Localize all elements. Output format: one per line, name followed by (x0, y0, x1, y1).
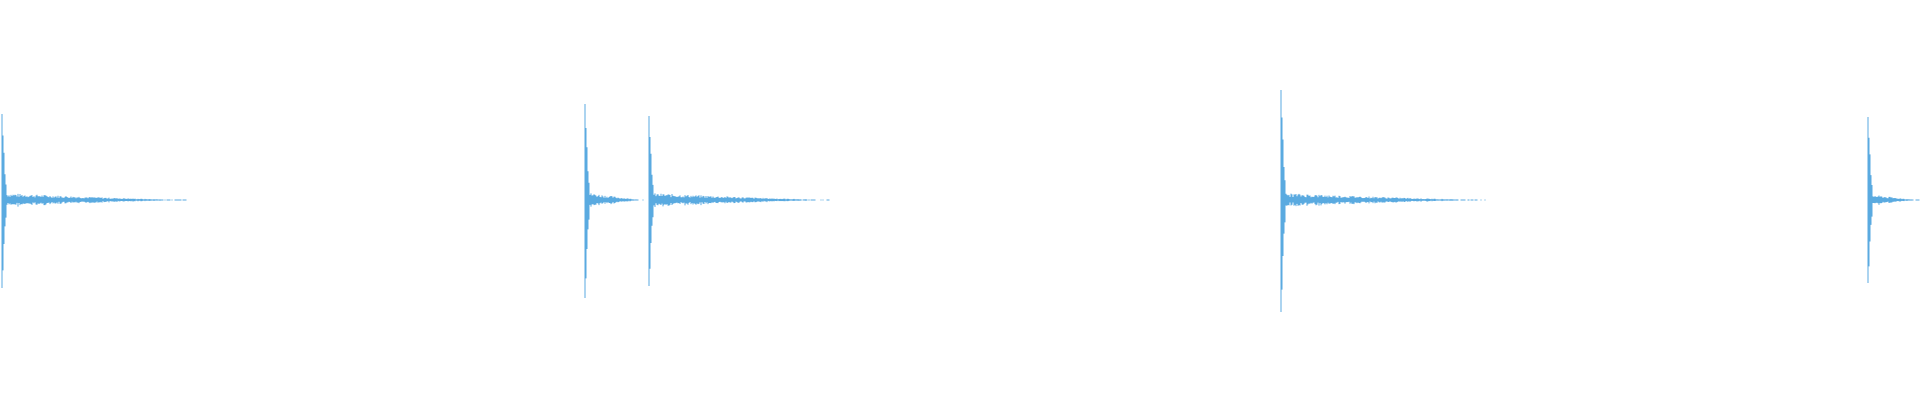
waveform-group (1, 90, 1920, 312)
waveform-transient-4 (1280, 90, 1486, 312)
waveform-transient-1 (1, 114, 187, 288)
waveform-transient-5 (1867, 117, 1920, 283)
waveform-transient-3 (648, 116, 830, 286)
waveform-transient-2 (584, 104, 644, 298)
